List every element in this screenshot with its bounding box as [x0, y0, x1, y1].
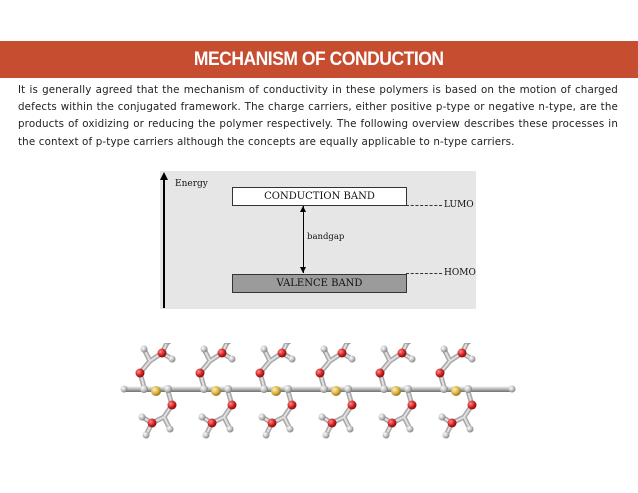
conduction-band-label: CONDUCTION BAND: [264, 191, 375, 202]
conduction-band-box: CONDUCTION BAND: [232, 187, 407, 206]
homo-label: HOMO: [444, 268, 476, 278]
title-banner: MECHANISM OF CONDUCTION: [0, 41, 638, 78]
band-diagram: Energy CONDUCTION BAND bandgap VALENCE B…: [160, 171, 476, 309]
valence-band-box: VALENCE BAND: [232, 274, 407, 293]
energy-axis-arrowhead: [160, 172, 168, 180]
bandgap-arrow-down-head: [300, 267, 306, 273]
valence-band-label: VALENCE BAND: [276, 278, 363, 289]
polymer-molecule-model: [120, 343, 516, 443]
bandgap-arrow-up-head: [300, 206, 306, 212]
bandgap-label: bandgap: [307, 232, 345, 242]
bandgap-arrow: [303, 206, 304, 273]
homo-dashed-line: [406, 273, 442, 274]
energy-axis: [163, 176, 165, 308]
lumo-dashed-line: [406, 205, 442, 206]
lumo-label: LUMO: [444, 200, 474, 210]
body-paragraph: It is generally agreed that the mechanis…: [18, 84, 618, 148]
energy-axis-label: Energy: [175, 179, 208, 189]
page-title: MECHANISM OF CONDUCTION: [194, 48, 444, 70]
